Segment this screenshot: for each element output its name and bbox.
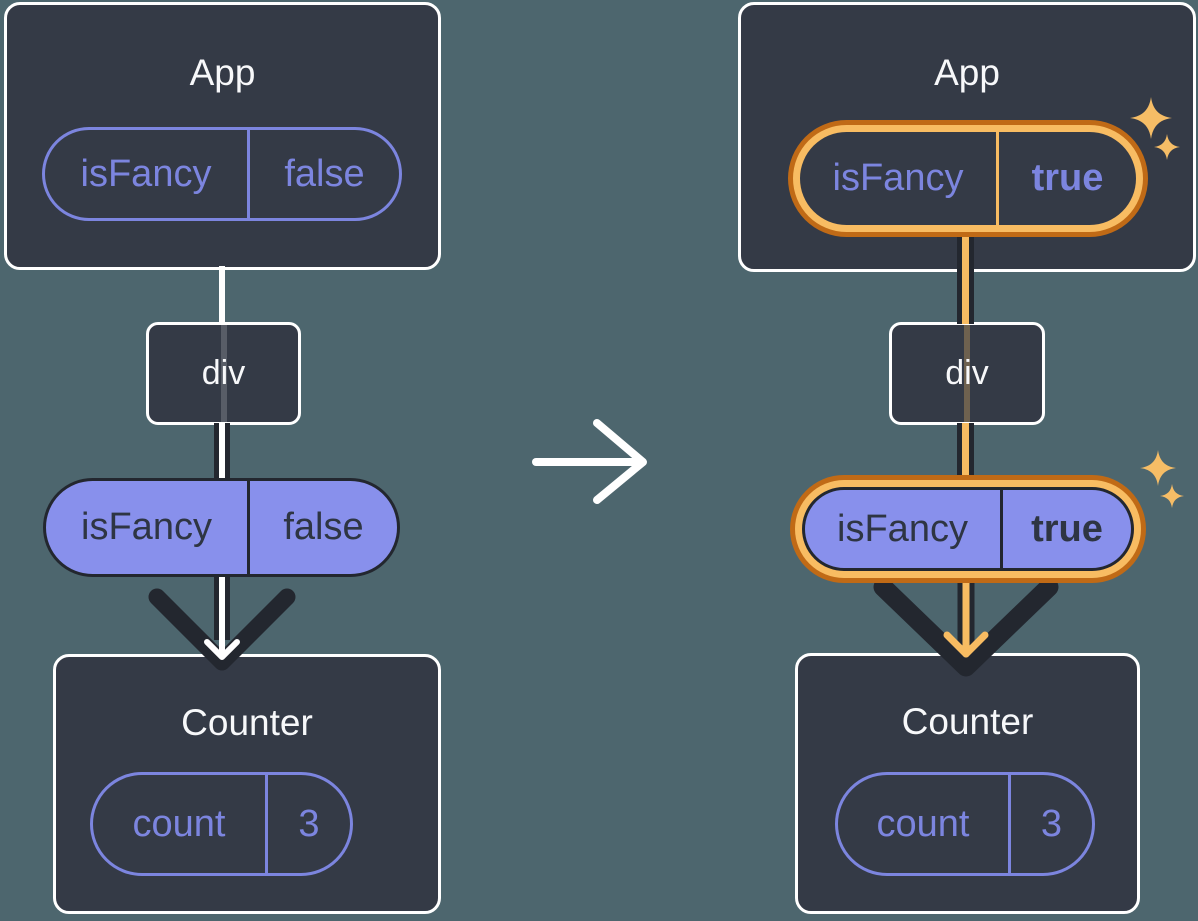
sparkle-icon	[1160, 484, 1184, 508]
prop-name: isFancy	[837, 507, 968, 550]
left-counter-state-pill: count 3	[90, 772, 353, 876]
right-app-state-pill-highlighted: isFancy true	[800, 132, 1136, 225]
state-value: false	[284, 152, 365, 195]
sparkle-icon	[1154, 134, 1180, 160]
right-prop-pill-highlighted: isFancy true	[802, 487, 1134, 571]
right-down-arrow-icon	[873, 575, 1059, 677]
state-name: count	[132, 802, 226, 845]
prop-name: isFancy	[81, 506, 212, 548]
right-flow-core	[962, 225, 969, 324]
right-counter-title: Counter	[901, 701, 1034, 742]
prop-value: false	[283, 506, 364, 548]
transition-right-arrow-icon	[532, 419, 647, 504]
sparkle-icon	[1140, 450, 1176, 486]
state-name: isFancy	[80, 152, 212, 195]
left-counter-card: Counter	[53, 654, 441, 914]
flow-stripe	[964, 325, 970, 422]
left-prop-pill: isFancy false	[43, 478, 400, 577]
left-connector-app-to-div	[219, 266, 225, 324]
pill-divider	[247, 130, 250, 218]
left-app-state-pill: isFancy false	[42, 127, 402, 221]
right-counter-state-pill: count 3	[835, 772, 1095, 876]
left-counter-title: Counter	[181, 702, 313, 743]
left-div-node: div	[146, 322, 301, 425]
pill-divider	[1000, 490, 1003, 568]
state-value: 3	[298, 802, 320, 845]
right-flow-core	[962, 423, 969, 483]
right-div-label: div	[945, 354, 989, 392]
left-down-arrow-icon	[148, 570, 296, 671]
left-div-label: div	[201, 354, 246, 392]
prop-value: true	[1031, 507, 1103, 550]
pill-divider	[247, 481, 250, 574]
state-name: isFancy	[832, 157, 964, 199]
sparkle-icon	[1130, 97, 1172, 139]
left-flow-core	[219, 423, 225, 480]
left-app-title: App	[189, 52, 256, 93]
pill-divider	[1008, 775, 1011, 873]
state-value: 3	[1040, 802, 1063, 845]
state-name: count	[876, 802, 970, 845]
state-value: true	[1031, 157, 1104, 199]
right-app-title: App	[934, 52, 1000, 93]
flow-stripe	[220, 325, 227, 422]
pill-divider	[996, 132, 999, 225]
right-div-node: div	[889, 322, 1045, 425]
pill-divider	[265, 775, 268, 873]
